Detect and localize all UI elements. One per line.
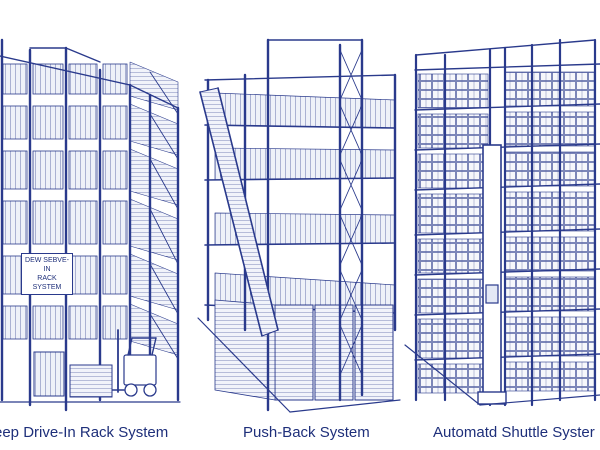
floor-line	[197, 317, 291, 413]
pallet-load	[102, 63, 128, 95]
ramp-rail	[199, 91, 263, 337]
shuttle-cartons	[417, 278, 489, 314]
shuttle-cartons	[504, 111, 596, 147]
rack-brace	[149, 158, 179, 210]
shuttle-cartons	[504, 151, 596, 187]
pallet-load	[102, 150, 128, 190]
pallet-load	[2, 150, 28, 190]
shuttle-carriage	[485, 284, 499, 304]
rack-sign-line2: RACK SYSTEM	[32, 275, 62, 291]
shuttle-system-illustration	[404, 38, 600, 407]
shuttle-cartons	[417, 318, 489, 359]
caption-drive-in: eep Drive-In Rack System	[0, 424, 169, 441]
rack-brace	[149, 208, 179, 265]
floor-line	[289, 399, 401, 413]
shuttle-cartons	[504, 316, 596, 357]
forklift-wheel	[143, 383, 157, 397]
forklift-wheel	[124, 383, 138, 397]
shuttle-base	[477, 391, 507, 405]
shuttle-cartons	[504, 71, 596, 107]
rack-brace	[149, 313, 179, 360]
rack-brace	[339, 214, 363, 266]
pallet-depth-row	[129, 198, 179, 261]
pallet-load	[32, 150, 64, 190]
pallet-load	[68, 63, 98, 95]
drive-in-rack-illustration	[0, 38, 181, 412]
shuttle-cartons	[417, 73, 489, 109]
rack-brace	[339, 324, 363, 376]
shuttle-cartons	[504, 191, 596, 232]
shuttle-cartons	[504, 236, 596, 272]
shuttle-cartons	[417, 113, 489, 149]
rack-brace	[339, 49, 363, 101]
shuttle-cartons	[417, 153, 489, 189]
caption-shuttle: Automatd Shuttle Syster	[433, 424, 595, 441]
floor-line	[479, 394, 600, 406]
shelf-beam	[204, 242, 396, 246]
pallet-load	[68, 105, 98, 140]
floor-pallet-stack	[314, 304, 354, 401]
rack-top-beam	[65, 47, 101, 63]
pallet-load	[32, 105, 64, 140]
rack-top-beam	[129, 84, 179, 109]
rack-brace	[339, 104, 363, 156]
shuttle-cartons	[504, 361, 596, 392]
rack-brace	[149, 113, 179, 160]
pallet-load	[102, 255, 128, 295]
rack-brace	[149, 263, 179, 315]
rack-top-beam	[0, 55, 131, 86]
shuttle-cartons	[417, 363, 489, 394]
shelf-beam	[204, 124, 396, 129]
rack-brace	[339, 269, 363, 321]
pushback-pallet-row	[214, 92, 396, 129]
forklift-body	[123, 354, 157, 386]
forklift-cage	[127, 337, 133, 356]
rack-brace	[339, 159, 363, 211]
forklift	[107, 329, 157, 397]
push-back-illustration	[197, 38, 401, 413]
pushback-pallet-row	[214, 147, 396, 181]
forklift-cage	[151, 337, 157, 356]
shuttle-cartons	[417, 238, 489, 274]
floor-pallet	[33, 351, 65, 397]
rack-sign-line1: DEW SEBVE-IN	[25, 257, 69, 273]
shelf-beam	[414, 63, 600, 71]
pallet-load	[68, 255, 98, 295]
rack-top-beam	[204, 74, 396, 81]
caption-push-back: Push-Back System	[243, 424, 370, 441]
shuttle-lift-mast	[482, 144, 502, 401]
pallet-load	[2, 105, 28, 140]
shuttle-cartons	[417, 193, 489, 234]
ramp-rail	[217, 87, 279, 331]
pallet-load	[102, 105, 128, 140]
pallet-load	[102, 200, 128, 245]
pallet-load	[68, 305, 98, 340]
pallet-load	[68, 200, 98, 245]
floor-pallet-stack	[354, 304, 394, 401]
pallet-load	[2, 200, 28, 245]
shuttle-cartons	[504, 276, 596, 312]
pallet-load	[32, 200, 64, 245]
rack-top-beam	[415, 39, 596, 56]
pallet-load	[32, 305, 64, 340]
rack-sign: DEW SEBVE-IN RACK SYSTEM	[21, 253, 73, 295]
rack-brace	[149, 71, 179, 115]
pallet-load	[68, 150, 98, 190]
pallet-load	[2, 305, 28, 340]
pallet-load	[102, 305, 128, 340]
floor-pallet-stack	[274, 304, 314, 401]
floor-line	[404, 344, 481, 406]
pallet-load	[2, 63, 28, 95]
floor-pallet	[69, 364, 113, 398]
